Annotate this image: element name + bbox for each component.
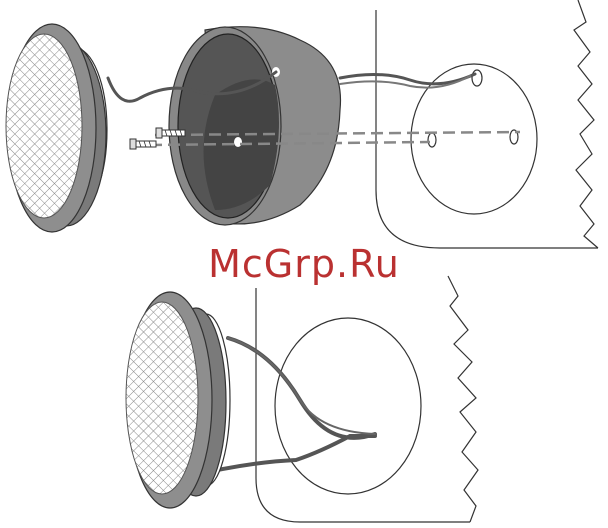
panel-cutout-installed (275, 318, 421, 494)
screw-hole-left (428, 133, 436, 147)
installed-assembly-figure (126, 276, 478, 522)
back-cup (169, 27, 341, 225)
mounting-panel-installed (256, 276, 478, 522)
mounting-panel (376, 0, 598, 248)
screw-hole-top (472, 70, 482, 86)
speaker-grille-installed (126, 292, 230, 508)
mounting-screw-lower (130, 139, 156, 149)
cup-screw-hole (234, 137, 242, 147)
speaker-grille-exploded (6, 24, 107, 232)
mounting-screw-upper (156, 128, 185, 138)
exploded-assembly-figure (6, 0, 598, 248)
